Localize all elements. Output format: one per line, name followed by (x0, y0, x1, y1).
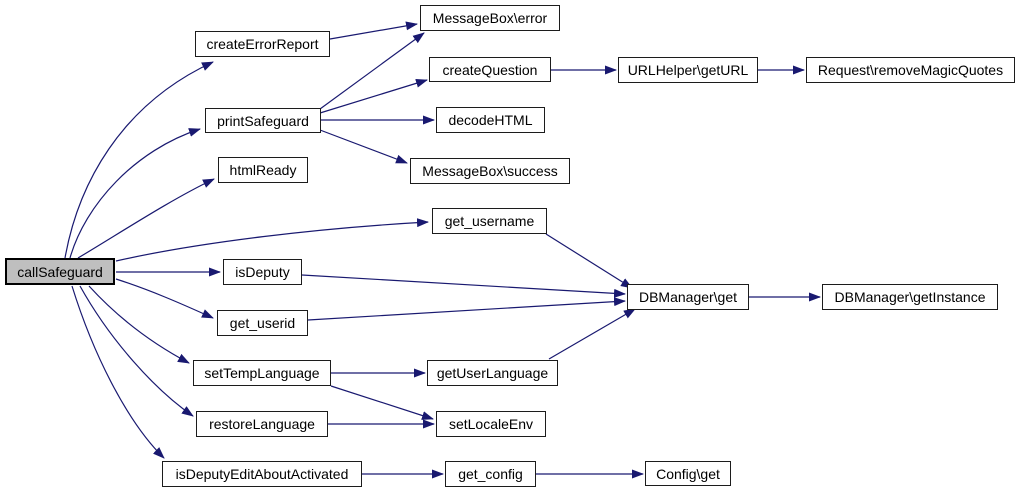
node-is-deputy-edit-about-activated[interactable]: isDeputyEditAboutActivated (162, 461, 362, 487)
node-get-config[interactable]: get_config (445, 461, 536, 487)
edge-set-temp-language-to-set-locale-env (330, 385, 434, 420)
node-decode-html[interactable]: decodeHTML (436, 107, 545, 133)
node-call-safeguard[interactable]: callSafeguard (5, 258, 115, 285)
node-messagebox-success[interactable]: MessageBox\success (410, 158, 570, 184)
edge-create-error-report-to-messagebox-error (329, 21, 418, 40)
node-messagebox-error[interactable]: MessageBox\error (420, 5, 560, 31)
node-create-question[interactable]: createQuestion (429, 57, 551, 82)
edge-call-safeguard-to-print-safeguard (69, 128, 201, 259)
edge-call-safeguard-to-create-error-report (64, 61, 214, 259)
edge-print-safeguard-to-create-question (319, 78, 428, 114)
node-config-get[interactable]: Config\get (645, 461, 731, 486)
edge-call-safeguard-to-get-userid (115, 278, 214, 319)
edge-get-userid-to-dbmanager-get (307, 297, 626, 321)
edge-get-username-to-dbmanager-get (545, 233, 633, 289)
edge-is-deputy-to-dbmanager-get (301, 274, 626, 298)
node-dbmanager-getinstance[interactable]: DBManager\getInstance (822, 284, 998, 310)
edge-call-safeguard-to-get-username (115, 218, 429, 262)
node-restore-language[interactable]: restoreLanguage (196, 411, 328, 437)
node-get-user-language[interactable]: getUserLanguage (427, 360, 558, 386)
edge-call-safeguard-to-is-deputy-edit-about-activated (71, 285, 165, 459)
edge-print-safeguard-to-messagebox-success (319, 129, 408, 164)
edge-get-user-language-to-dbmanager-get (548, 308, 636, 360)
edge-print-safeguard-to-messagebox-error (319, 32, 425, 110)
node-get-username[interactable]: get_username (432, 208, 547, 234)
node-is-deputy[interactable]: isDeputy (223, 259, 302, 285)
node-print-safeguard[interactable]: printSafeguard (205, 108, 321, 133)
node-request-remove-magic-quotes[interactable]: Request\removeMagicQuotes (806, 57, 1015, 83)
edge-call-safeguard-to-set-temp-language (88, 285, 190, 364)
node-html-ready[interactable]: htmlReady (218, 157, 308, 183)
node-urlhelper-geturl[interactable]: URLHelper\getURL (618, 57, 758, 83)
edge-call-safeguard-to-restore-language (79, 285, 194, 417)
node-create-error-report[interactable]: createErrorReport (195, 31, 330, 57)
node-get-userid[interactable]: get_userid (217, 310, 308, 336)
node-dbmanager-get[interactable]: DBManager\get (627, 284, 749, 310)
node-set-locale-env[interactable]: setLocaleEnv (436, 411, 546, 437)
edge-call-safeguard-to-html-ready (77, 178, 215, 259)
node-set-temp-language[interactable]: setTempLanguage (193, 360, 331, 386)
